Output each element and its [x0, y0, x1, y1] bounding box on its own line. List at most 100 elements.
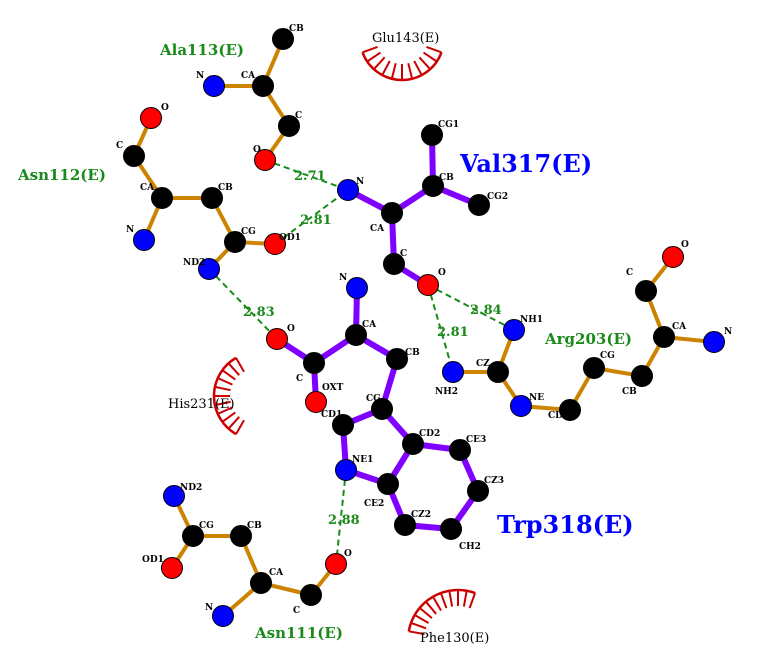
atom-label: CZ — [476, 359, 490, 369]
atom-o — [140, 107, 162, 129]
atom-label: N — [356, 177, 364, 187]
hydrophobic-spoke — [422, 51, 438, 63]
atom-nh1 — [503, 319, 525, 341]
atom-c — [383, 253, 405, 275]
atom-label: O — [253, 145, 261, 155]
atom-label: CB — [289, 24, 304, 34]
atom-cz2 — [394, 514, 416, 536]
hydrophobic-spoke — [413, 60, 423, 76]
atom-label: CG — [199, 521, 214, 531]
atom-label: CA — [362, 320, 377, 330]
atom-label: CD — [548, 411, 563, 421]
atom-cb — [272, 28, 294, 50]
atom-c — [300, 584, 322, 606]
hydrophobic-spoke — [410, 621, 427, 630]
atom-label: NE — [529, 393, 544, 403]
atom-n — [703, 331, 725, 353]
atom-label: O — [287, 324, 295, 334]
hbond-distance-label: 2.71 — [294, 169, 326, 184]
hydrophobic-residue-label: Glu143(E) — [372, 31, 439, 46]
atom-o — [254, 149, 276, 171]
atom-label: O — [344, 549, 352, 559]
residue-label: Ala113(E) — [159, 41, 244, 59]
atom-o — [266, 328, 288, 350]
atom-label: CB — [218, 183, 233, 193]
atom-label: CG — [366, 394, 381, 404]
atom-ca — [653, 326, 675, 348]
hydrophobic-spoke — [407, 62, 414, 79]
atom-o — [325, 553, 347, 575]
atom-label: CD2 — [419, 429, 440, 439]
atom-label: C — [296, 374, 303, 384]
hydrophobic-spoke — [426, 45, 442, 54]
atom-label: CG — [241, 227, 256, 237]
hydrophobic-spoke — [227, 362, 241, 376]
hydrophobic-spoke — [235, 357, 245, 373]
hbond-distance-label: 2.81 — [300, 213, 332, 228]
hydrophobic-spoke — [419, 607, 433, 619]
atom-label: OD1 — [142, 555, 164, 565]
atom-label: CE2 — [364, 499, 384, 509]
hydrogen-bond — [264, 159, 349, 191]
atom-cd2 — [402, 433, 424, 455]
atom-cz — [487, 361, 509, 383]
hydrophobic-spoke — [425, 601, 437, 615]
hydrophobic-contact-his231e — [212, 356, 245, 436]
residue-label: Asn111(E) — [254, 624, 343, 642]
atom-od1 — [161, 557, 183, 579]
atom-label: CE3 — [466, 435, 486, 445]
atom-ca — [250, 572, 272, 594]
atom-cb — [422, 175, 444, 197]
atom-label: CA — [241, 71, 256, 81]
atom-n — [337, 179, 359, 201]
hydrophobic-spoke — [390, 62, 397, 79]
atom-label: O — [681, 240, 689, 250]
ligand-residue-label: Val317(E) — [459, 149, 592, 178]
hydrophobic-spoke — [235, 419, 245, 435]
atom-cd1 — [332, 414, 354, 436]
atom-label: ND2 — [180, 483, 202, 493]
atom-label: CA — [370, 224, 385, 234]
hydrophobic-spoke — [432, 596, 442, 612]
atom-ne — [510, 395, 532, 417]
atom-label: NH1 — [520, 315, 543, 325]
atom-c — [123, 145, 145, 167]
atom-label: CA — [672, 322, 687, 332]
hbond-distance-label: 2.83 — [243, 305, 275, 320]
atom-label: N — [339, 273, 347, 283]
hbond-distance-label: 2.81 — [437, 325, 469, 340]
atom-label: O — [438, 268, 446, 278]
hydrogen-bond — [274, 189, 349, 245]
atom-label: C — [295, 111, 302, 121]
atom-label: CA — [140, 183, 155, 193]
atom-label: CG — [600, 351, 615, 361]
hydrophobic-spoke — [381, 60, 391, 76]
atom-ne1 — [335, 459, 357, 481]
hydrophobic-contact-phe130e — [407, 588, 477, 636]
hydrophobic-spoke — [418, 56, 431, 70]
hydrophobic-spoke — [448, 590, 454, 607]
atom-label: CB — [405, 348, 420, 358]
hydrophobic-spoke — [373, 56, 386, 70]
atom-label: C — [400, 249, 407, 259]
atom-n — [203, 75, 225, 97]
hydrophobic-spoke — [362, 45, 378, 54]
hydrophobic-residue-label: Phe130(E) — [420, 631, 489, 646]
residue-label: Asn112(E) — [17, 166, 106, 184]
atom-label: CZ2 — [411, 510, 431, 520]
atom-label: C — [626, 268, 633, 278]
atom-label: OXT — [322, 383, 344, 393]
hydrogen-bond — [335, 469, 347, 565]
hydrophobic-spoke — [439, 592, 448, 609]
atom-label: C — [293, 606, 300, 616]
atom-nd2 — [163, 485, 185, 507]
atom-n — [212, 605, 234, 627]
atom-label: CG1 — [438, 120, 459, 130]
atom-ca — [381, 202, 403, 224]
hydrophobic-spoke — [221, 411, 236, 423]
atom-ce2 — [377, 473, 399, 495]
atom-label: CZ3 — [484, 476, 504, 486]
atom-label: N — [126, 225, 134, 235]
hydrophobic-residue-label: His231(E) — [168, 397, 235, 412]
